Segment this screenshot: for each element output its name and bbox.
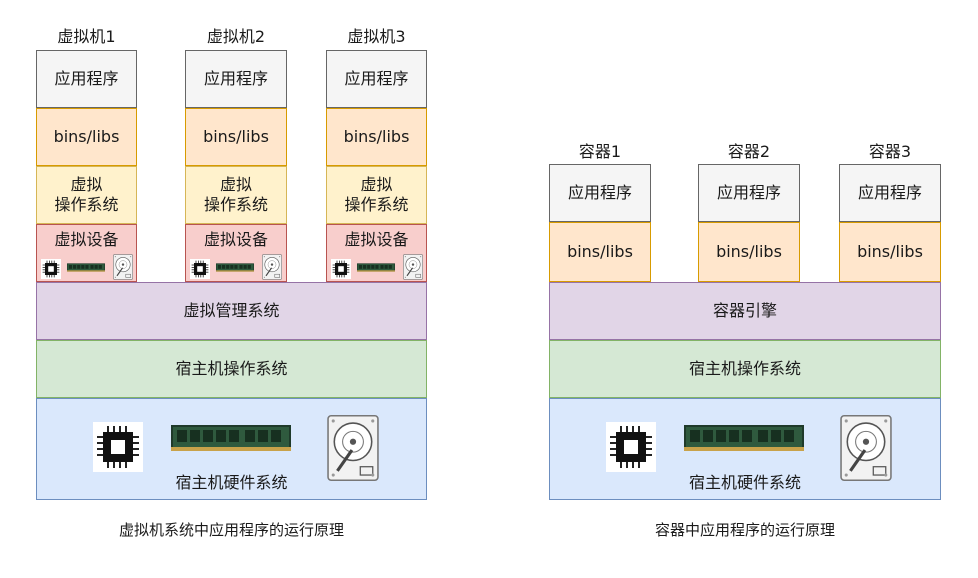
- vm1-virtual-devices-label: 虚拟设备: [54, 230, 119, 249]
- vm3-libs: bins/libs: [326, 108, 427, 166]
- vm1-label: 虚拟机1: [57, 27, 116, 46]
- hypervisor-layer: 虚拟管理系统: [36, 282, 427, 340]
- ram-module-icon: [357, 263, 395, 272]
- ram-module-icon: [684, 425, 804, 451]
- vm-diagram-caption: 虚拟机系统中应用程序的运行原理: [118, 521, 344, 539]
- cpu-chip-icon: [93, 422, 143, 472]
- container-host-hardware-label: 宿主机硬件系统: [688, 473, 801, 492]
- vm3-app: 应用程序: [326, 50, 427, 108]
- vm2-virtual-devices-label: 虚拟设备: [203, 230, 268, 249]
- hard-disk-icon: [403, 254, 423, 280]
- vm-host-os-layer: 宿主机操作系统: [36, 340, 427, 398]
- cpu-chip-icon: [41, 259, 61, 279]
- vm3-guest-os: 虚拟 操作系统: [326, 166, 427, 224]
- vm1-libs: bins/libs: [36, 108, 137, 166]
- container-host-os-layer: 宿主机操作系统: [549, 340, 941, 398]
- container-diagram-caption: 容器中应用程序的运行原理: [654, 521, 835, 539]
- cpu-chip-icon: [331, 259, 351, 279]
- container2-app: 应用程序: [698, 164, 800, 222]
- container-engine-layer: 容器引擎: [549, 282, 941, 340]
- container1-label: 容器1: [578, 142, 622, 161]
- vm-host-hardware-label: 宿主机硬件系统: [175, 473, 288, 492]
- container3-label: 容器3: [868, 142, 912, 161]
- ram-module-icon: [171, 425, 291, 451]
- ram-module-icon: [67, 263, 105, 272]
- container1-libs: bins/libs: [549, 222, 651, 282]
- container2-label: 容器2: [727, 142, 771, 161]
- vm2-libs: bins/libs: [185, 108, 287, 166]
- ram-module-icon: [216, 263, 254, 272]
- vm3-virtual-devices-label: 虚拟设备: [344, 230, 409, 249]
- vm2-guest-os: 虚拟 操作系统: [185, 166, 287, 224]
- container2-libs: bins/libs: [698, 222, 800, 282]
- container3-libs: bins/libs: [839, 222, 941, 282]
- container1-app: 应用程序: [549, 164, 651, 222]
- vm3-label: 虚拟机3: [347, 27, 406, 46]
- vm2-label: 虚拟机2: [206, 27, 266, 46]
- cpu-chip-icon: [190, 259, 210, 279]
- hard-disk-icon: [327, 411, 379, 485]
- vm1-app: 应用程序: [36, 50, 137, 108]
- hard-disk-icon: [262, 254, 282, 280]
- hard-disk-icon: [113, 254, 133, 280]
- cpu-chip-icon: [606, 422, 656, 472]
- container3-app: 应用程序: [839, 164, 941, 222]
- vm2-app: 应用程序: [185, 50, 287, 108]
- vm1-guest-os: 虚拟 操作系统: [36, 166, 137, 224]
- hard-disk-icon: [840, 411, 892, 485]
